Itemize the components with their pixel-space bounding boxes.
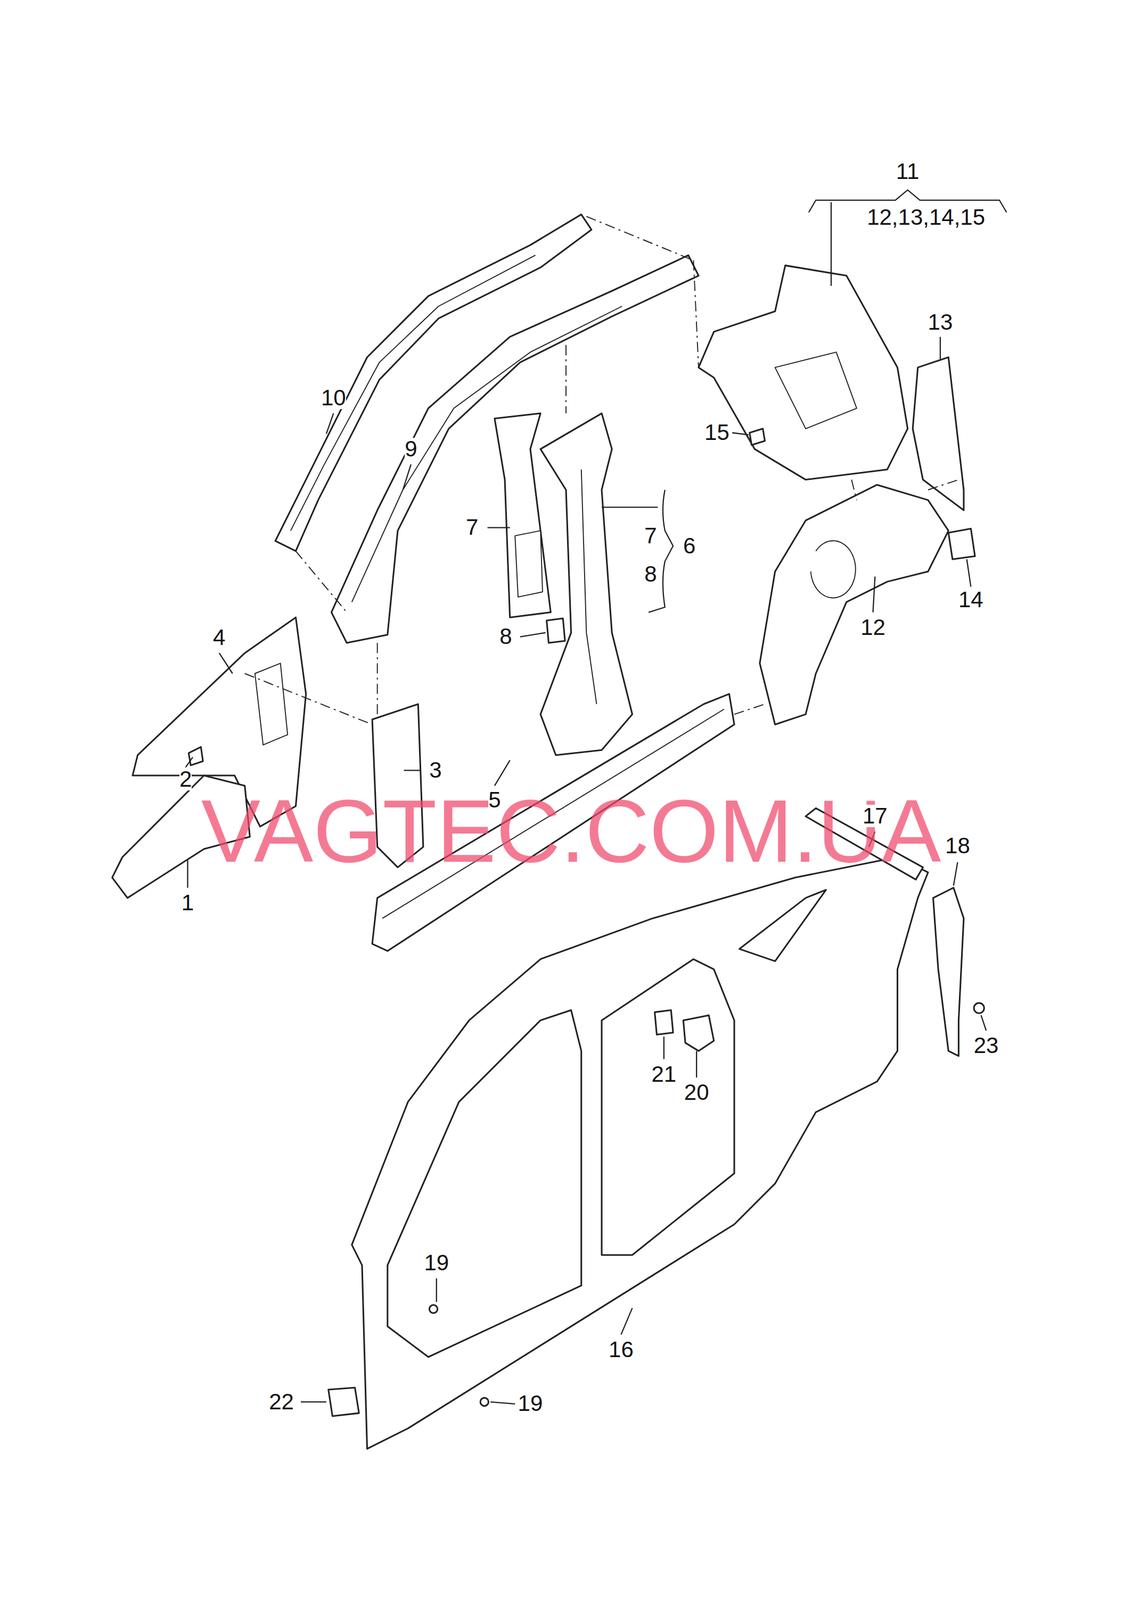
callout-number: 16 xyxy=(608,1338,634,1361)
rear-door-opening xyxy=(601,958,735,1255)
callout-number: 7 xyxy=(465,515,479,539)
callout-number: 19 xyxy=(518,1391,544,1415)
b-pillar-inner xyxy=(494,413,551,618)
front-door-opening xyxy=(387,1010,582,1357)
wheelhouse xyxy=(759,484,949,725)
roof-rail xyxy=(331,255,699,643)
small-plate xyxy=(948,528,975,560)
callout-number: 9 xyxy=(404,437,417,461)
rear-end-piece xyxy=(933,887,964,1056)
outer-side-panel xyxy=(351,856,929,1449)
screw xyxy=(749,428,766,446)
watermark: VAGTEC.COM.UA xyxy=(201,786,942,876)
leader-lines xyxy=(185,190,1007,1404)
callout-number: 12 xyxy=(860,616,886,639)
alignment-lines xyxy=(244,216,959,725)
callout-number: 11 xyxy=(896,160,920,183)
rear-inner-quarter xyxy=(698,265,908,480)
callout-number: 8 xyxy=(644,562,657,586)
callout-number: 20 xyxy=(684,1080,710,1104)
nut xyxy=(429,1304,438,1313)
bracket xyxy=(328,1387,359,1416)
callout-number: 7 xyxy=(644,524,657,547)
callout-number: 3 xyxy=(429,758,442,782)
rear-bracket xyxy=(912,357,964,511)
b-pillar xyxy=(540,413,633,756)
callout-number: 1 xyxy=(181,891,194,914)
callout-number: 19 xyxy=(423,1251,449,1274)
callout-number: 10 xyxy=(321,386,347,409)
bracket xyxy=(546,618,565,643)
callout-number: 23 xyxy=(973,1034,999,1057)
screw xyxy=(973,1002,984,1013)
small-bracket xyxy=(188,746,203,765)
callout-number: 17 xyxy=(862,804,888,827)
plate xyxy=(683,1014,714,1051)
callout-number: 22 xyxy=(268,1390,294,1413)
clip xyxy=(654,1010,674,1035)
callout-number: 6 xyxy=(683,534,696,557)
nut xyxy=(480,1397,489,1406)
callout-number: 18 xyxy=(945,834,971,857)
callout-number: 2 xyxy=(179,767,192,791)
callout-number: 8 xyxy=(499,625,512,648)
callout-number: 14 xyxy=(958,588,984,611)
quarter-window xyxy=(739,889,827,962)
callout-number: 5 xyxy=(488,788,501,811)
callout-number: 15 xyxy=(704,421,730,444)
callout-number: 4 xyxy=(212,626,226,649)
callout-number: 21 xyxy=(651,1062,677,1086)
callout-number: 13 xyxy=(928,310,954,334)
callout-number: 12,13,14,15 xyxy=(866,206,986,229)
roof-rail-inner xyxy=(275,214,592,552)
